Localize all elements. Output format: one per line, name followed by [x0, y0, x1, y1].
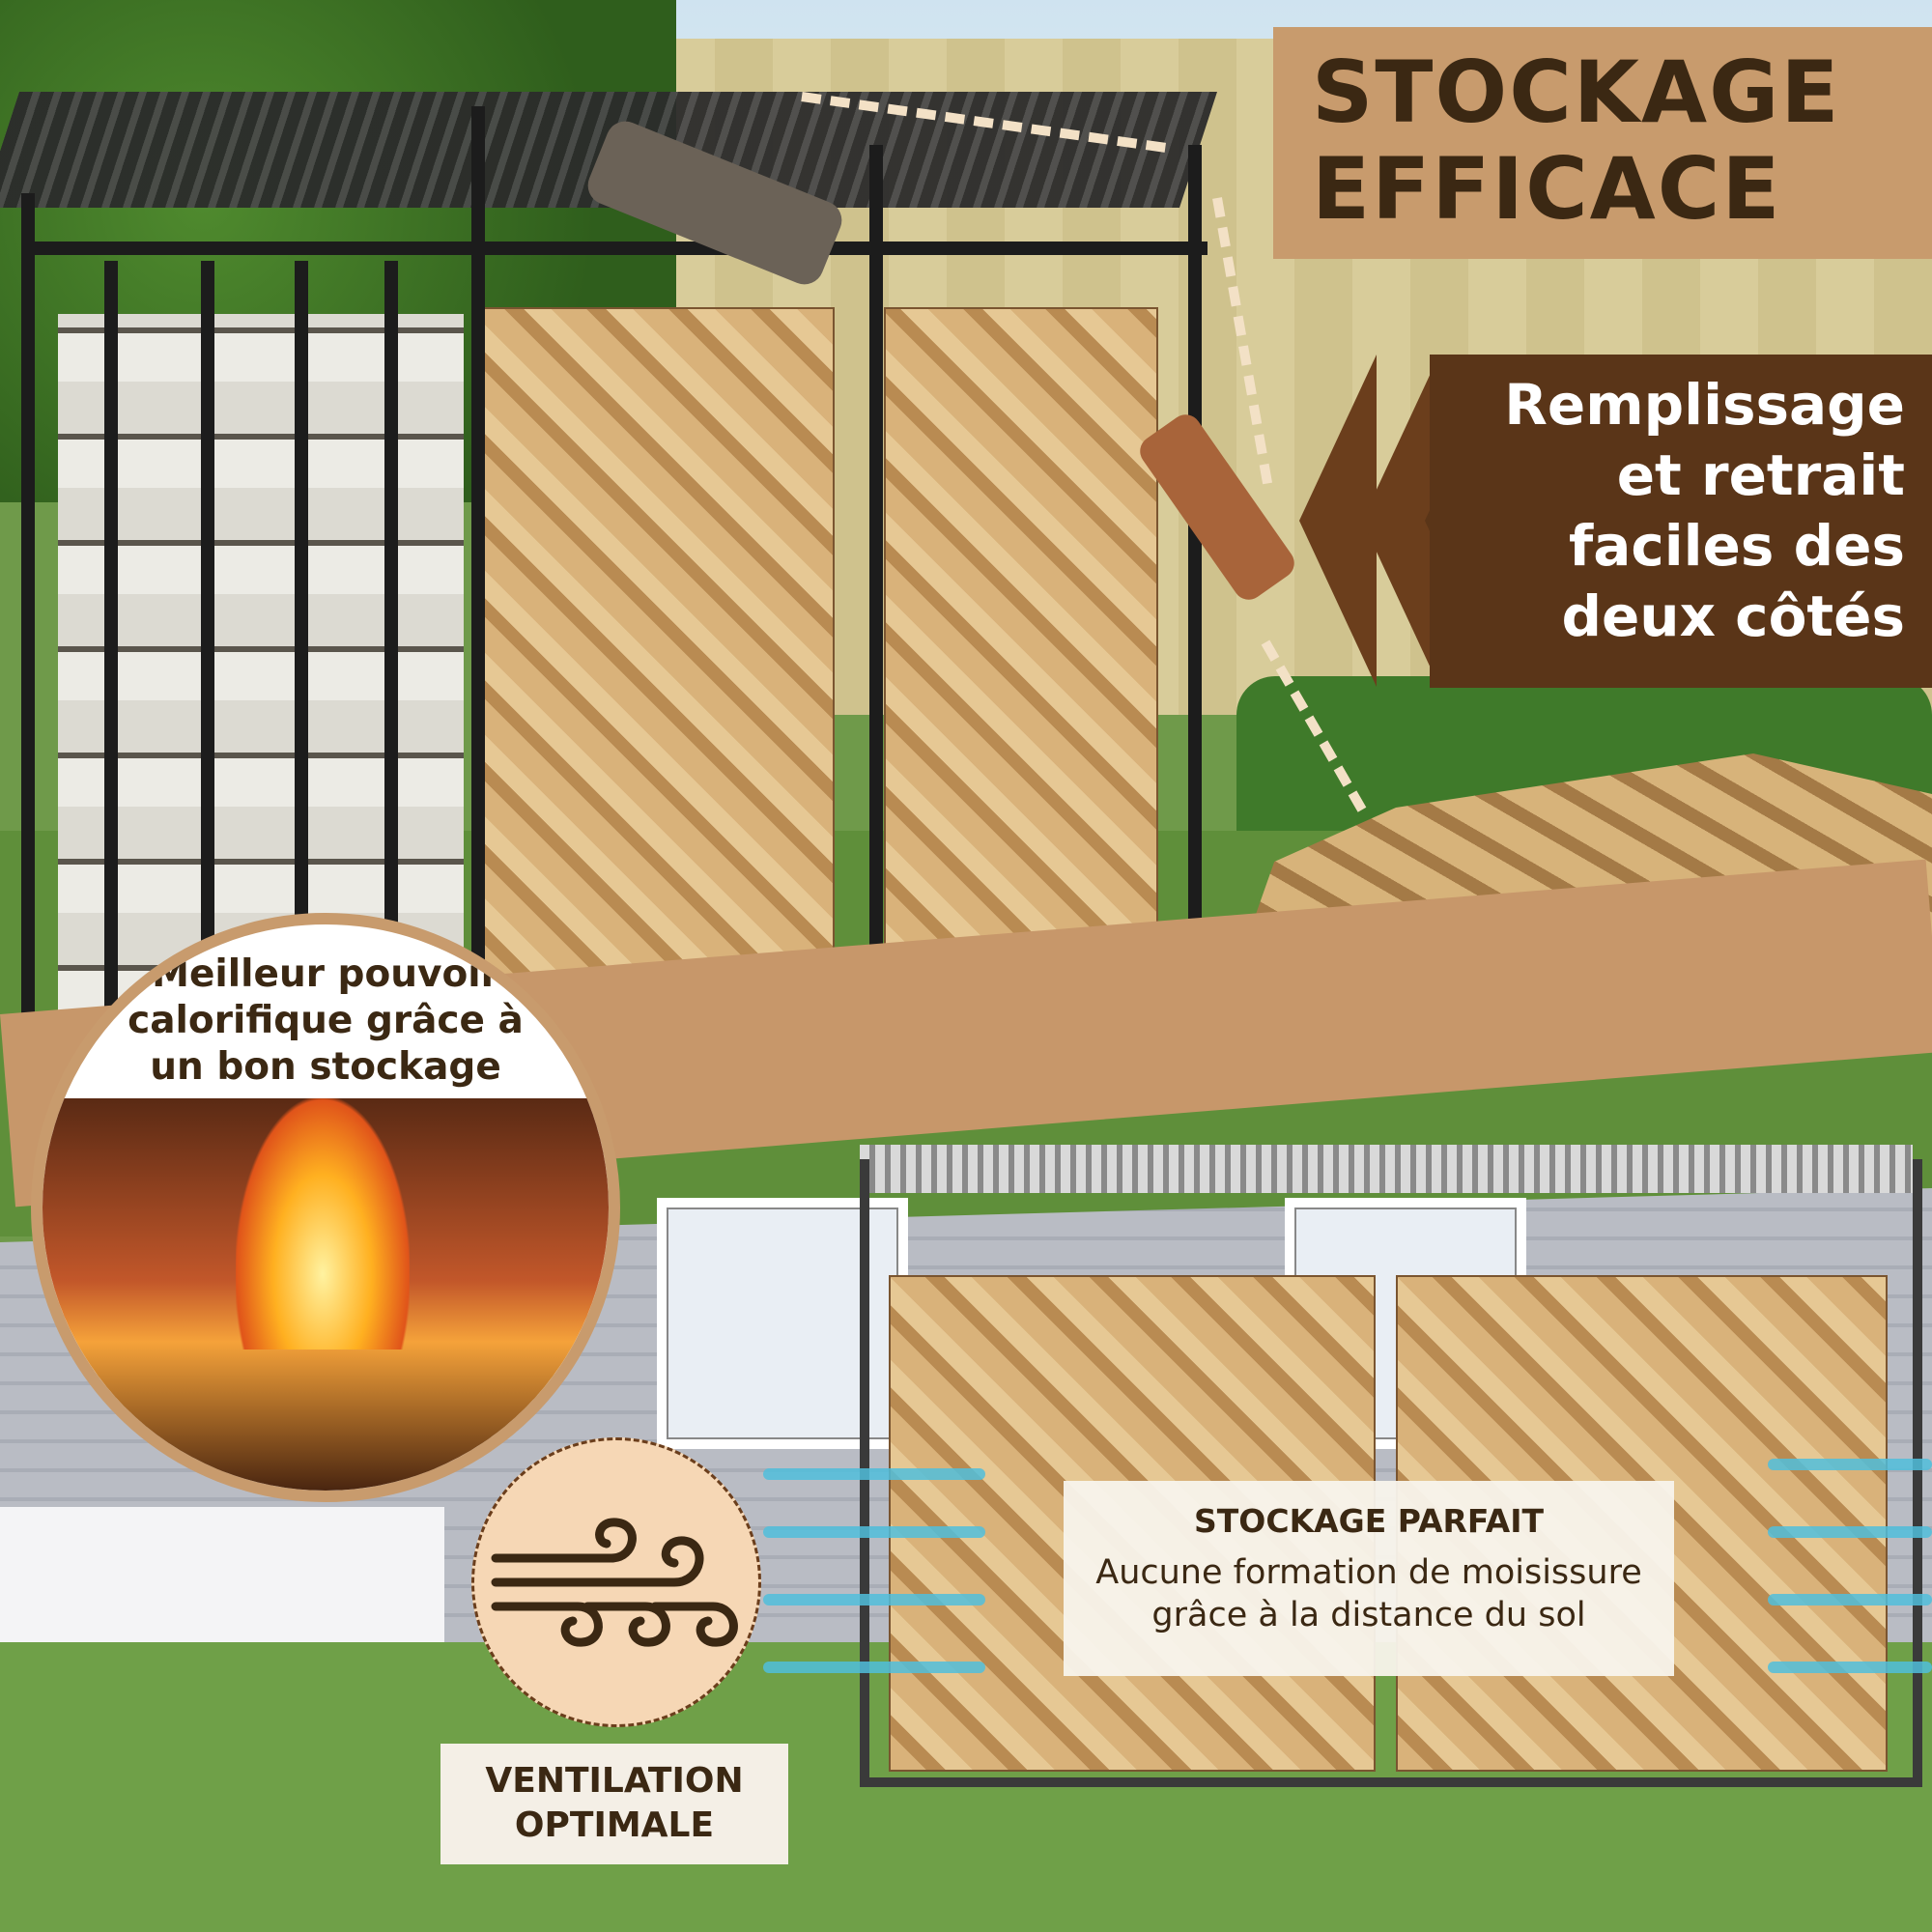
storage-feature-line-1: Aucune formation de moisissure	[1095, 1553, 1642, 1592]
feature-fill-line-2: et retrait	[1616, 442, 1905, 508]
storage-feature-title: STOCKAGE PARFAIT	[1194, 1502, 1544, 1540]
shed-post	[21, 193, 35, 1082]
airflow-arrow	[763, 1468, 985, 1480]
ventilation-line-2: OPTIMALE	[514, 1805, 715, 1845]
shed-bar	[104, 261, 118, 1034]
feature-fill-text: Remplissage et retrait faciles des deux …	[1287, 370, 1905, 652]
shed-bar	[201, 261, 214, 1034]
feature-fill-line-4: deux côtés	[1561, 583, 1905, 649]
storage-feature-line-2: grâce à la distance du sol	[1151, 1596, 1586, 1634]
heat-line-2: calorifique grâce à	[128, 999, 524, 1042]
headline-banner: STOCKAGE EFFICACE	[1273, 27, 1932, 259]
shed-bar	[384, 261, 398, 1034]
heat-feature-circle: Meilleur pouvoir calorifique grâce à un …	[31, 913, 620, 1502]
airflow-arrow	[1768, 1526, 1932, 1538]
feature-fill-banner	[1430, 355, 1932, 688]
heat-feature-text: Meilleur pouvoir calorifique grâce à un …	[43, 952, 609, 1091]
airflow-arrow	[763, 1662, 985, 1673]
storage-feature-card: STOCKAGE PARFAIT Aucune formation de moi…	[1064, 1481, 1674, 1676]
shed-beam	[29, 242, 1208, 255]
headline-line-1: STOCKAGE	[1312, 43, 1841, 142]
rack-roof	[860, 1145, 1913, 1193]
headline-line-2: EFFICACE	[1312, 139, 1782, 239]
wind-icon	[491, 1518, 738, 1647]
heat-line-3: un bon stockage	[150, 1045, 501, 1089]
airflow-arrow	[1768, 1662, 1932, 1673]
shed-bar	[295, 261, 308, 1034]
shed-post	[1188, 145, 1202, 976]
birch-logs	[58, 314, 464, 1019]
feature-fill-line-1: Remplissage	[1504, 372, 1905, 438]
ventilation-line-1: VENTILATION	[485, 1761, 744, 1801]
shed-post	[471, 106, 485, 1063]
heat-line-1: Meilleur pouvoir	[152, 952, 499, 996]
airflow-arrow	[763, 1594, 985, 1605]
ventilation-label: VENTILATION OPTIMALE	[440, 1744, 788, 1864]
split-firewood-right	[884, 307, 1158, 1007]
fire-icon	[236, 1098, 410, 1350]
airflow-arrow	[1768, 1459, 1932, 1470]
feature-fill-line-3: faciles des	[1569, 513, 1905, 579]
airflow-arrow	[1768, 1594, 1932, 1605]
ventilation-icon-circle	[471, 1437, 761, 1727]
shed-post	[869, 145, 883, 1014]
airflow-arrow	[763, 1526, 985, 1538]
fireplace-image	[43, 1098, 609, 1491]
